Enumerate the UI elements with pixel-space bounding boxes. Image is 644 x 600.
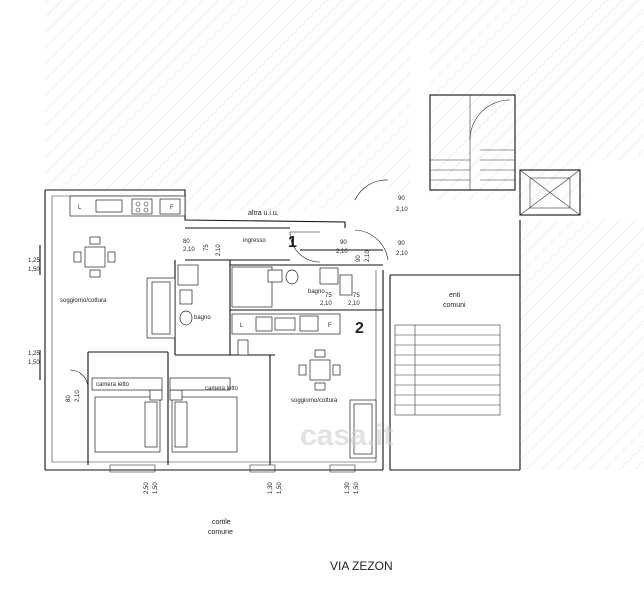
room-label-comune: comune [208,529,233,536]
watermark: casa.it [300,419,393,452]
dim-door-75b-w: 75 [325,293,332,299]
wardrobe-1 [91,377,163,391]
dim-door-75a-h: 2,10 [216,244,222,256]
dim-door-90d-h: 2,10 [365,250,371,262]
room-label-enti: enti [449,292,461,299]
dim-door-75a-w: 75 [204,244,210,251]
dim-left-1-h: 1,50 [28,267,40,273]
dim-door-90a-h: 2,10 [396,207,408,213]
dim-bottom-3-w: 1,30 [345,482,351,494]
street-name: VIA ZEZON [330,559,393,573]
dim-bottom-1-w: 2,50 [144,482,150,494]
dim-left-2-w: 1,25 [28,351,40,357]
appliance-letter: F [170,205,174,211]
dim-bottom-2-h: 1,50 [277,482,283,494]
appliance-letter: L [78,205,82,211]
dim-door-75c-h: 2,10 [348,301,360,307]
room-label-altra-uiu: altra u.i.u. [248,210,279,217]
appliance-letter: F [328,323,332,329]
dining-table-1 [73,236,116,278]
dim-bottom-1-h: 1,50 [153,482,159,494]
stairwell [389,94,581,471]
dining-table-2 [298,349,341,391]
wardrobe-2 [169,377,231,391]
kitchen-unit-1: L F [69,195,186,217]
dim-door-90b-h: 2,10 [336,249,348,255]
room-label-camera-1: camera letto [96,382,130,388]
room-label-camera-2: camera letto [205,386,239,392]
dim-bottom-3-h: 1,50 [354,482,360,494]
dim-door-75c-w: 75 [353,293,360,299]
dim-door-90d-w: 90 [356,255,362,262]
kitchen-unit-2: L F [231,313,341,335]
unit-number-2: 2 [355,320,364,337]
dim-door-90c-w: 90 [398,241,405,247]
sofa-seat-1 [151,281,171,335]
appliance-letter: L [240,323,244,329]
room-label-bagno-1: bagno [194,315,211,321]
doors [69,179,389,389]
room-label-comuni: comuni [443,302,466,309]
dim-door-80-h: 2,10 [183,247,195,253]
bed-2 [169,389,238,453]
room-label-bagno-2: bagno [308,289,325,295]
room-label-soggiorno-2: soggiorno/cottura [291,398,338,404]
dim-door-75b-h: 2,10 [320,301,332,307]
room-label-cortile: cortile [212,519,231,526]
bed-1 [94,389,163,453]
dim-bottom-2-w: 1,30 [268,482,274,494]
room-label-soggiorno-1: soggiorno/cottura [60,298,107,304]
dim-left-2-h: 1,50 [28,360,40,366]
hatched-surroundings [45,0,644,470]
dim-door-80-w: 80 [183,239,190,245]
dim-door-80b-h: 2,10 [75,390,81,402]
dim-door-90a-w: 90 [398,196,405,202]
dim-door-80b-w: 80 [66,395,72,402]
unit-number-1: 1 [288,234,297,251]
bathroom-1-fixtures [177,264,249,356]
bottom-windows [109,464,356,473]
dim-door-90c-h: 2,10 [396,251,408,257]
sofa-seat-2 [353,403,373,455]
bathroom-2-fixtures [231,266,353,308]
room-label-ingresso: ingresso [243,238,266,244]
dim-door-90b-w: 90 [340,240,347,246]
dim-left-1-w: 1,25 [28,258,40,264]
